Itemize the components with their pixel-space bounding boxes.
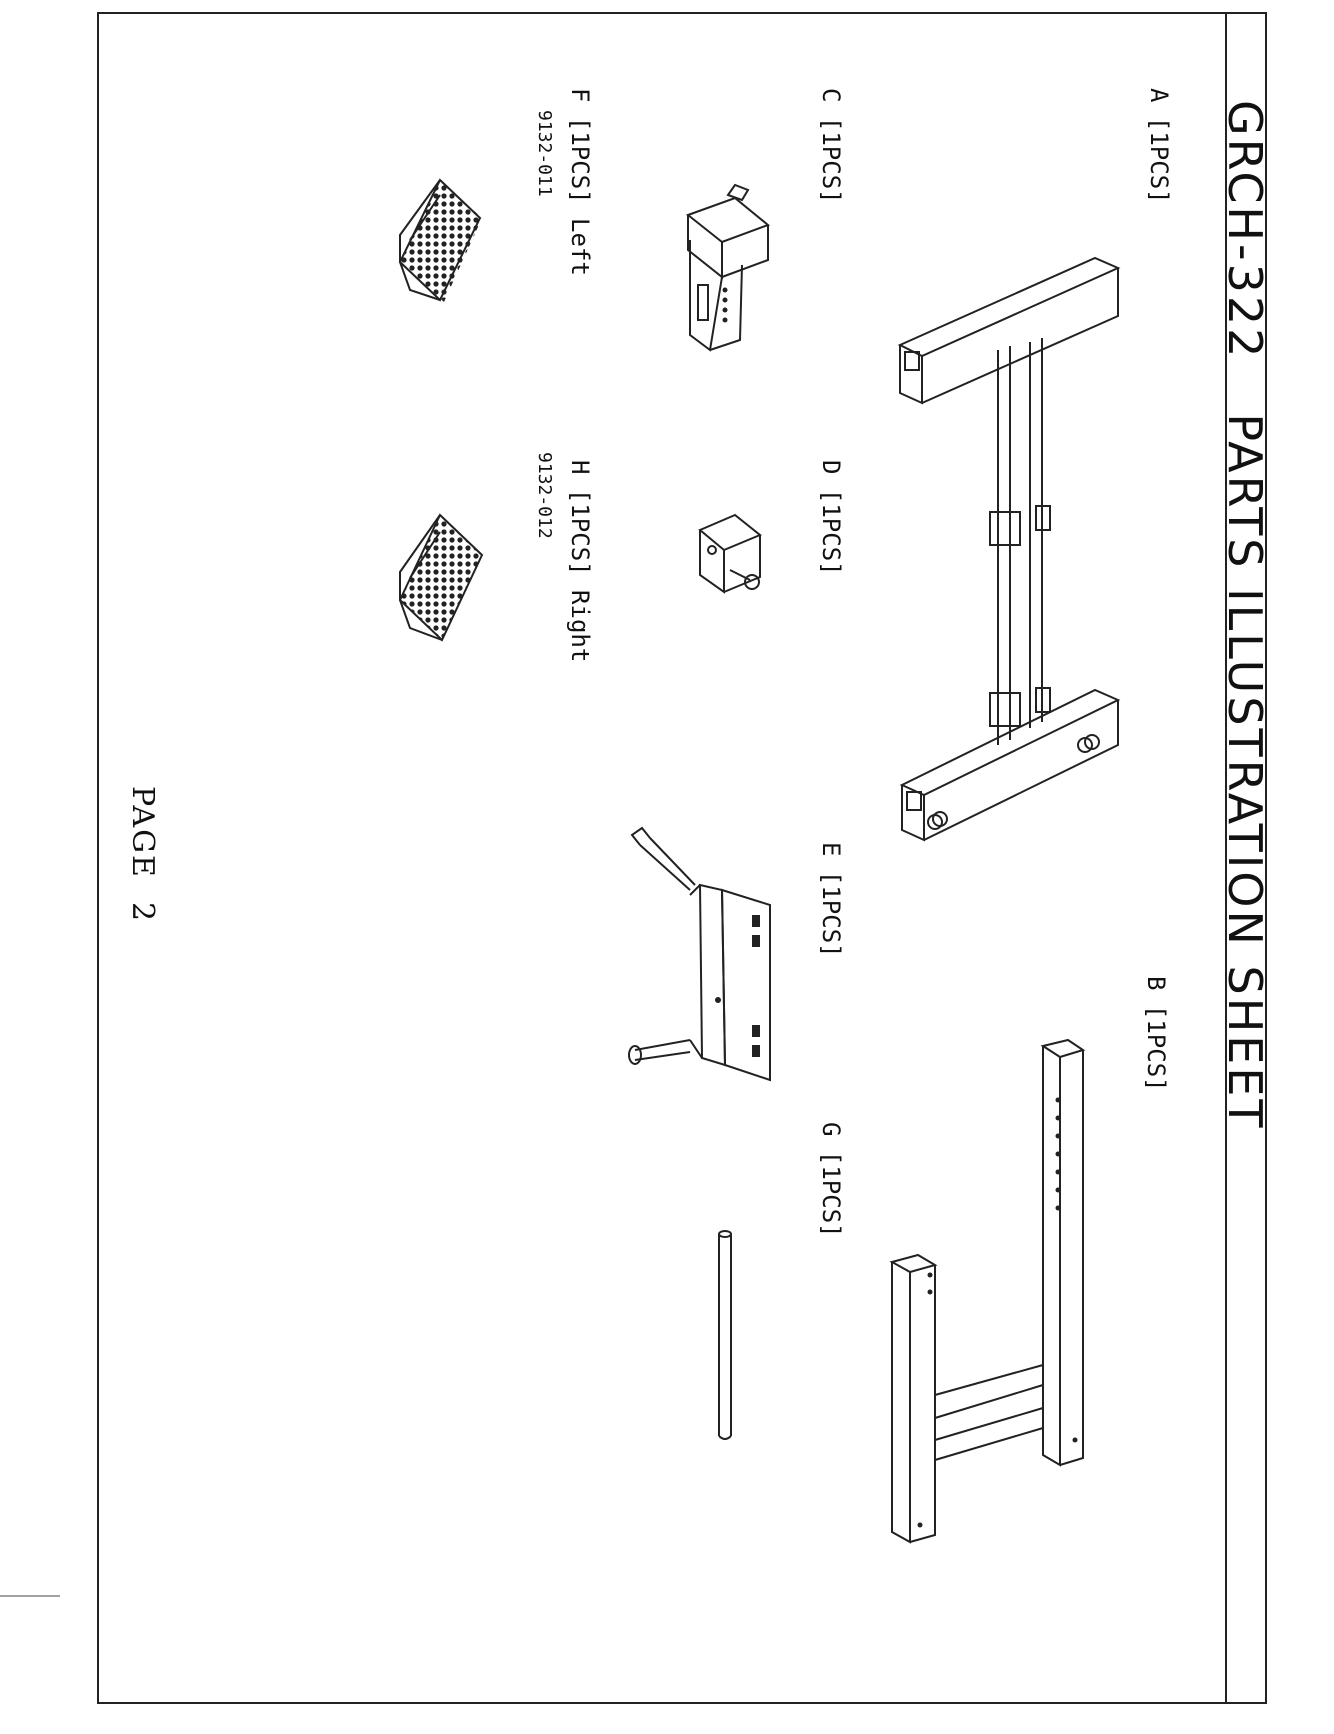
foot-pad-icon bbox=[0, 0, 1334, 1734]
parts-sheet: GRCH-322 PARTS ILLUSTRATION SHEET A [1PC… bbox=[0, 0, 1334, 1734]
